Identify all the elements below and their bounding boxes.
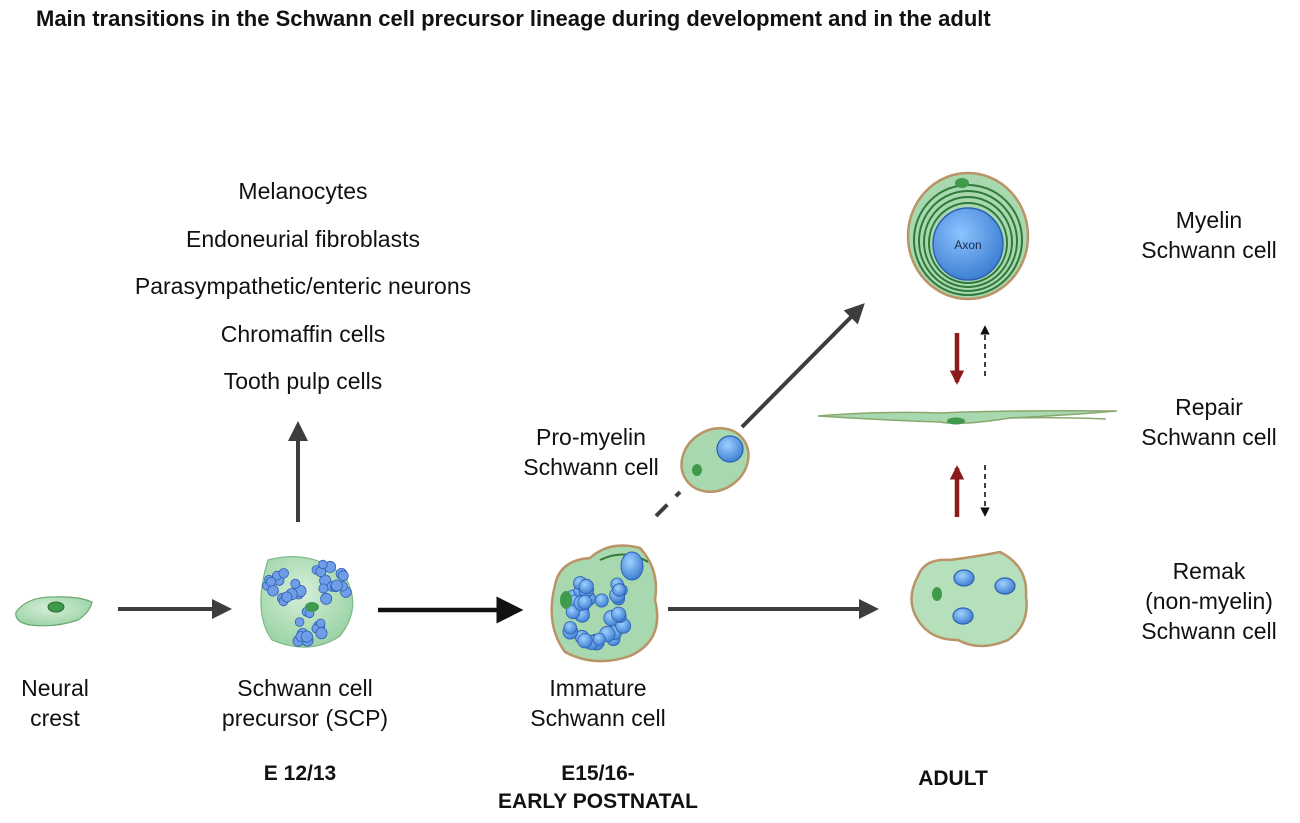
axon-dot — [300, 630, 313, 643]
stage-e12: E 12/13 — [263, 762, 337, 785]
repair-schwann-cell — [817, 410, 1118, 425]
stage-adult: ADULT — [918, 767, 988, 790]
neural-crest-cell — [15, 596, 93, 627]
axon-dot — [316, 618, 326, 629]
axon-dot — [290, 578, 301, 589]
axon-dot — [320, 592, 333, 605]
immature-schwann-cell — [550, 544, 659, 663]
arrow-promyelin-to-myelin — [740, 303, 865, 429]
immature-axon-bundle — [562, 576, 632, 651]
axon-dot — [611, 606, 627, 622]
axon-dot — [592, 632, 606, 646]
axon-dot — [577, 594, 593, 610]
axon-dot — [612, 583, 626, 597]
fate-melanocytes: Melanocytes — [238, 178, 368, 204]
remak-schwann-cell — [910, 550, 1028, 648]
myelin-schwann-cell: Axon — [906, 171, 1030, 301]
axon-dot — [577, 633, 593, 649]
axon-dot — [594, 593, 609, 608]
figure-title: Main transitions in the Schwann cell pre… — [36, 6, 991, 31]
axon-dot — [578, 578, 594, 595]
fate-parasympathetic-neurons: Parasympathetic/enteric neurons — [134, 273, 472, 299]
promyelin-schwann-cell — [680, 427, 750, 493]
remak-label: Remak(non-myelin)Schwann cell — [1141, 558, 1277, 644]
axon-dot — [278, 568, 289, 579]
axon-dot — [266, 576, 276, 587]
scp-cell — [260, 555, 354, 648]
fate-chromaffin-cells: Chromaffin cells — [220, 320, 386, 347]
scp-derived-fates: Melanocytes Endoneurial fibroblasts Para… — [135, 168, 471, 406]
axon-dot — [318, 583, 329, 594]
axon-dot — [267, 584, 279, 597]
arrow-immature-to-promyelin — [654, 490, 682, 518]
axon-label: Axon — [954, 238, 981, 252]
stage-e15: E15/16-EARLY POSTNATAL — [498, 762, 698, 813]
axon-dot — [330, 579, 343, 592]
axon-dot — [563, 621, 578, 635]
axon-dot — [294, 617, 305, 627]
fate-tooth-pulp-cells: Tooth pulp cells — [223, 368, 383, 394]
axon-dot — [318, 559, 328, 570]
axon-dot — [315, 627, 328, 640]
axon-dot — [281, 591, 293, 603]
axon-dot — [337, 570, 349, 582]
fate-endoneurial-fibroblasts: Endoneurial fibroblasts — [186, 225, 420, 252]
